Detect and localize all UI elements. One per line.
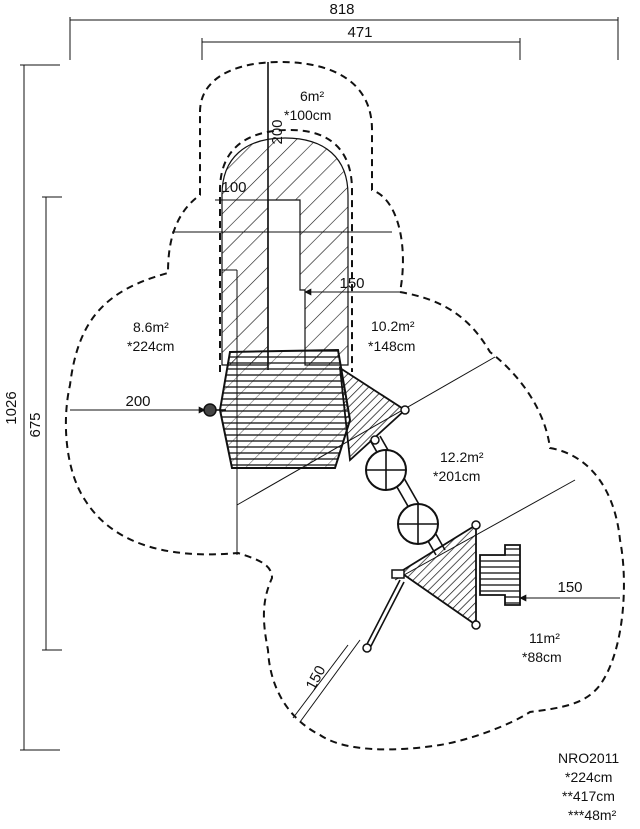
area-right-upper-height: *148cm bbox=[368, 338, 415, 354]
dimension-inner-height: 675 bbox=[27, 196, 62, 651]
dimension-lower-right-width-label: 150 bbox=[557, 579, 582, 596]
rope-ladder bbox=[292, 579, 405, 723]
dimension-overall-width: 818 bbox=[69, 1, 619, 60]
area-middle-height: *201cm bbox=[433, 468, 480, 484]
reference-area-total: ***48m² bbox=[568, 807, 617, 823]
tower-platform bbox=[218, 348, 352, 469]
tower-roof-triangle bbox=[338, 366, 407, 462]
dimension-right-zone-width-label: 150 bbox=[339, 275, 364, 292]
dimension-overall-height-label: 1026 bbox=[3, 391, 20, 424]
dimension-top-zone-width-label: 100 bbox=[221, 179, 246, 196]
area-left-height: *224cm bbox=[127, 338, 174, 354]
steering-wheel-lower bbox=[397, 503, 439, 545]
dimension-top-zone-height-label: 200 bbox=[269, 119, 286, 144]
dimension-inner-width-label: 471 bbox=[347, 24, 372, 41]
reference-height-1: *224cm bbox=[565, 769, 612, 785]
dimension-overall-width-label: 818 bbox=[329, 1, 354, 18]
reference-code: NRO2011 bbox=[558, 750, 619, 766]
dimension-inner-width: 471 bbox=[201, 24, 521, 60]
area-top-label: 6m² bbox=[300, 88, 324, 104]
area-left-label: 8.6m² bbox=[133, 319, 169, 335]
safety-zone-outline bbox=[64, 60, 625, 751]
top-zone-outline bbox=[219, 128, 353, 372]
reference-height-2: **417cm bbox=[562, 788, 615, 804]
area-bottom-height: *88cm bbox=[522, 649, 562, 665]
tower-post-left bbox=[203, 403, 217, 417]
area-top-height: *100cm bbox=[284, 107, 331, 123]
dimension-inner-height-label: 675 bbox=[27, 412, 44, 437]
dimension-overall-height: 1026 bbox=[3, 64, 60, 751]
dimension-left-zone-width-label: 200 bbox=[125, 393, 150, 410]
steering-wheel-upper bbox=[365, 449, 407, 491]
area-middle-label: 12.2m² bbox=[440, 449, 484, 465]
area-right-upper-label: 10.2m² bbox=[371, 318, 415, 334]
area-bottom-label: 11m² bbox=[529, 630, 560, 646]
top-fall-zone-hatching bbox=[221, 137, 349, 366]
lower-roof-triangle bbox=[398, 523, 477, 627]
slide-structure bbox=[479, 544, 521, 606]
reference-block: NRO2011 *224cm **417cm ***48m² bbox=[558, 750, 619, 823]
dimension-diagonal-width-label: 150 bbox=[303, 663, 330, 693]
